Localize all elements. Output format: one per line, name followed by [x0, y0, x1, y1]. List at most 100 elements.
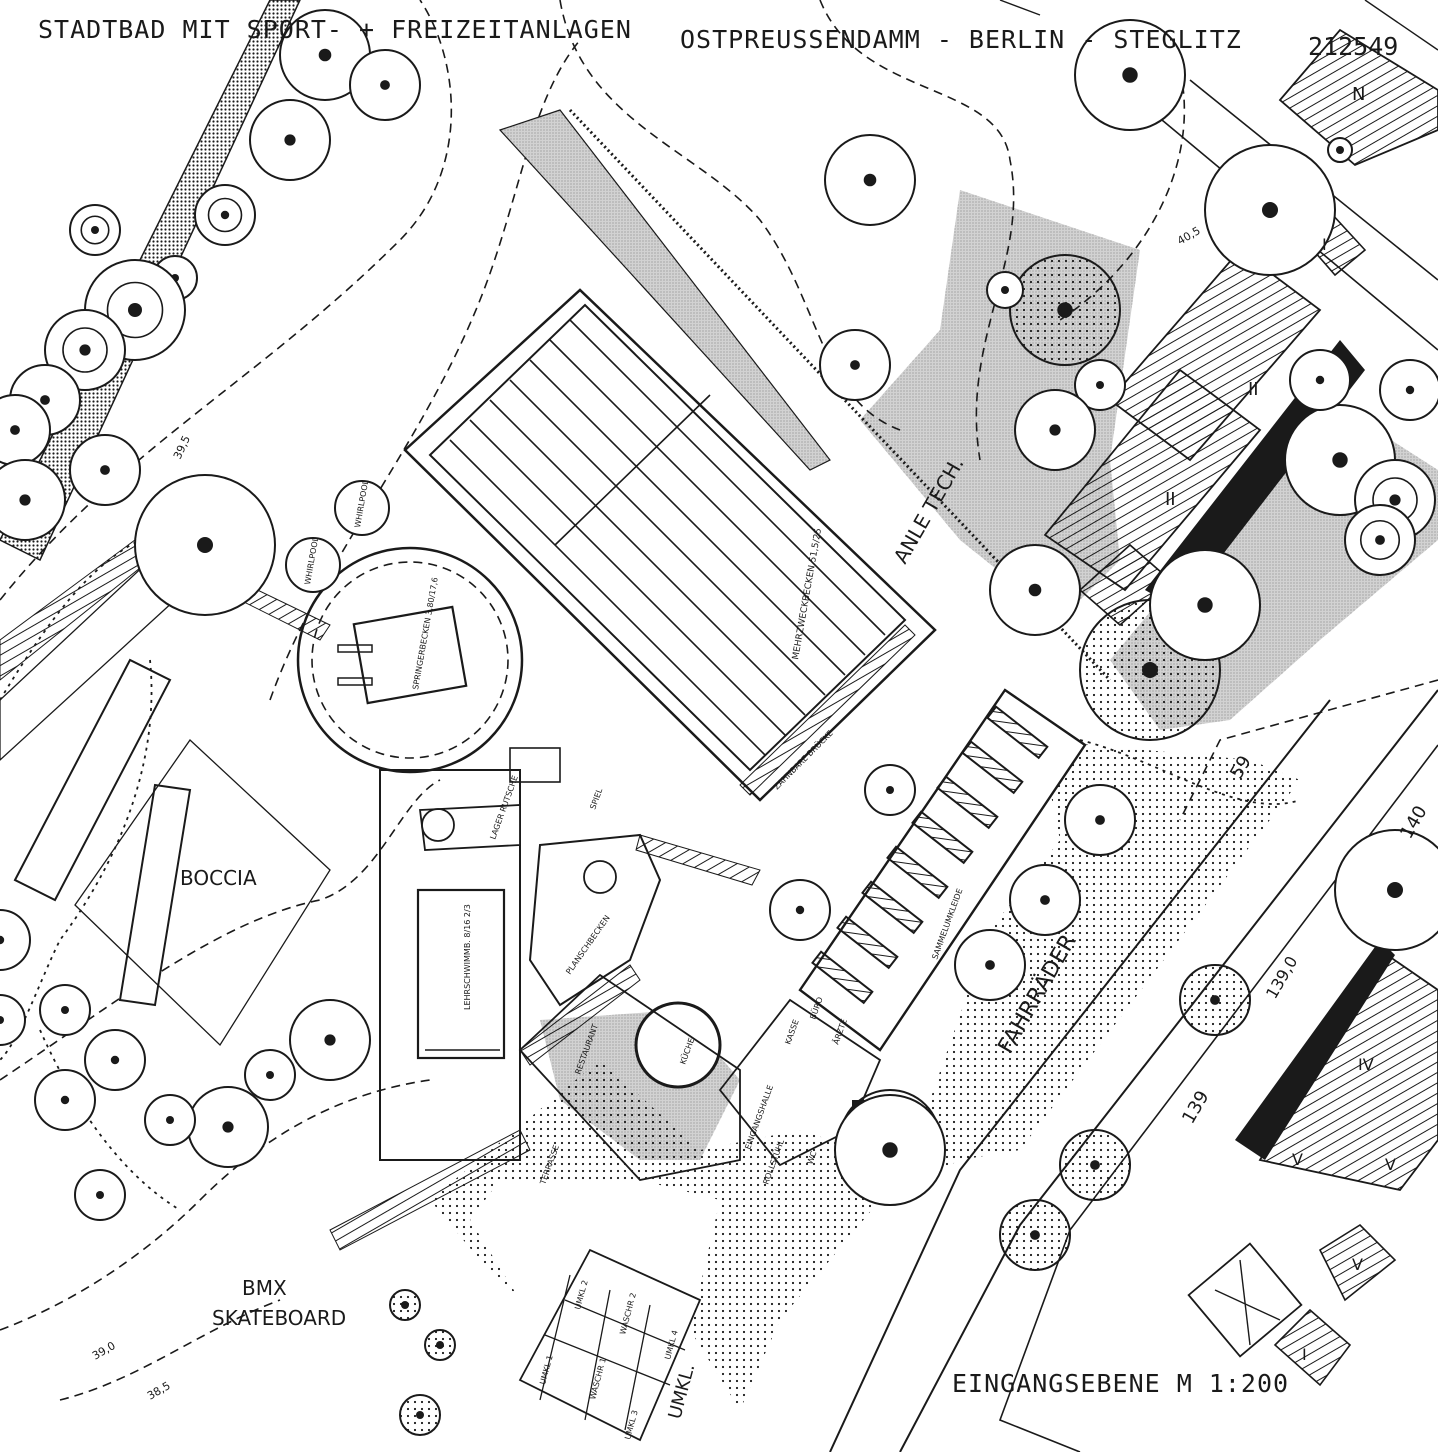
diving-pool: [352, 605, 468, 705]
label-planschbecken: PLANSCHBECKEN: [564, 914, 612, 977]
label-aerzte: ÄRZTE: [830, 1017, 848, 1045]
bridge-strip: [739, 624, 916, 796]
contour-1: [0, 0, 453, 601]
sport-field-1: [13, 658, 172, 902]
tree-trunk: [380, 80, 390, 90]
tree-trunk: [1122, 67, 1138, 83]
contour-4: [819, 0, 1015, 461]
east-building-b: [1043, 368, 1262, 592]
tree-trunk: [1332, 452, 1348, 468]
tree-trunk: [60, 1095, 70, 1105]
caption: EINGANGSEBENE M 1:200: [952, 1369, 1289, 1398]
diving-board-1: [337, 644, 373, 653]
tree-trunk: [61, 1006, 69, 1014]
restaurant-wall-hatch: [519, 964, 641, 1066]
tree-inner-ring: [1359, 519, 1401, 561]
tree-trunk: [1090, 1160, 1100, 1170]
tree-trunk: [220, 210, 230, 220]
tree-trunk: [284, 134, 296, 146]
street-edge-inner: [829, 699, 1331, 1452]
tree-trunk: [1197, 597, 1213, 613]
learner-pool: [416, 888, 506, 1060]
floors-east-4: V: [1292, 1150, 1303, 1169]
tree-trunk: [1210, 995, 1220, 1005]
floors-south: V: [1352, 1255, 1363, 1274]
kitchen: [634, 1001, 722, 1089]
tree-trunk: [985, 960, 995, 970]
tree-trunk: [1405, 385, 1415, 395]
path-south: [39, 1029, 181, 1211]
paddling-fountain: [583, 860, 617, 894]
floors-east-2: II: [1165, 489, 1176, 510]
tree-trunk: [166, 1116, 174, 1124]
north-corner-1: [1364, 0, 1438, 51]
tree-trunk: [324, 1034, 336, 1046]
floors-north-b: I: [1322, 235, 1327, 254]
level-3: 38,5: [145, 1379, 173, 1403]
north-corner-2: [999, 0, 1041, 16]
whirlpool-2: [334, 480, 390, 536]
contour-5: [1059, 69, 1186, 321]
southeast-building-core: [1235, 940, 1395, 1160]
main-pool: [428, 303, 907, 772]
tree-trunk: [318, 48, 332, 62]
tree-trunk: [1389, 494, 1401, 506]
parking-bay-diag-1: [1214, 1289, 1281, 1321]
label-bmx: BMX: [242, 1276, 287, 1300]
title: STADTBAD MIT SPORT- + FREIZEITANLAGEN: [38, 15, 632, 44]
tree-trunk: [1049, 424, 1061, 436]
parking-bay: [1187, 1242, 1303, 1358]
street-centre-line: [1179, 679, 1438, 821]
tree-trunk: [1028, 583, 1042, 597]
tree-trunk: [1315, 375, 1325, 385]
entrance-plaza: [430, 740, 1300, 1410]
sheet-number: 212549: [1308, 32, 1398, 61]
tree-trunk: [96, 1191, 104, 1199]
label-spiel: SPIEL: [588, 787, 604, 811]
floors-east-5: V: [1385, 1155, 1396, 1174]
contour-7: [0, 1079, 431, 1331]
tree-trunk: [1030, 1230, 1040, 1240]
tree-trunk: [10, 425, 20, 435]
tree-trunk: [886, 786, 894, 794]
whirlpool-1: [285, 537, 341, 593]
label-lehrschwimm: LEHRSCHWIMMB. 8/16 2/3: [463, 904, 472, 1010]
tree-trunk: [79, 344, 91, 356]
tree-trunk: [436, 1341, 444, 1349]
south-wall-hatch: [329, 1129, 531, 1251]
tree-trunk: [401, 1301, 409, 1309]
diving-board-2: [337, 677, 373, 686]
tree-trunk: [0, 935, 5, 945]
label-umkl-2: UMKL 2: [573, 1279, 589, 1310]
contour-6: [0, 779, 441, 1081]
label-waschr-1: WASCHR 1: [588, 1357, 608, 1401]
tree-trunk: [1001, 286, 1009, 294]
floors-north-a: N: [1352, 84, 1365, 105]
pool-lanes: [449, 319, 886, 756]
tree-trunk: [197, 537, 213, 553]
tree-trunk: [795, 905, 805, 915]
floors-east-1: II: [1248, 379, 1259, 400]
tree-trunk: [1336, 146, 1344, 154]
label-skateboard: SKATEBOARD: [212, 1306, 346, 1330]
tree-trunk: [100, 465, 110, 475]
tree-trunk: [91, 226, 99, 234]
tree-trunk: [110, 1055, 120, 1065]
level-4: 40,5: [1175, 224, 1203, 248]
site-boundary-rail: [568, 108, 1112, 682]
changing-cabins: [811, 705, 1049, 1005]
level-8: 139,0: [1262, 953, 1301, 1002]
floors-east-3: IV: [1358, 1055, 1374, 1074]
tech-wall: [498, 109, 831, 471]
tree-canopy: [0, 994, 26, 1046]
skate-ramp: [0, 539, 151, 681]
tree-trunk: [1142, 662, 1158, 678]
location: OSTPREUSSENDAMM - BERLIN - STEGLITZ: [680, 25, 1242, 54]
level-1: 39,5: [171, 434, 193, 462]
south-changing-block: [518, 1248, 702, 1442]
tree-trunk: [1262, 202, 1278, 218]
tree-trunk: [1387, 882, 1403, 898]
entrance-hall: [718, 998, 882, 1167]
tree-inner-ring: [207, 197, 243, 233]
tree-trunk: [1095, 815, 1105, 825]
